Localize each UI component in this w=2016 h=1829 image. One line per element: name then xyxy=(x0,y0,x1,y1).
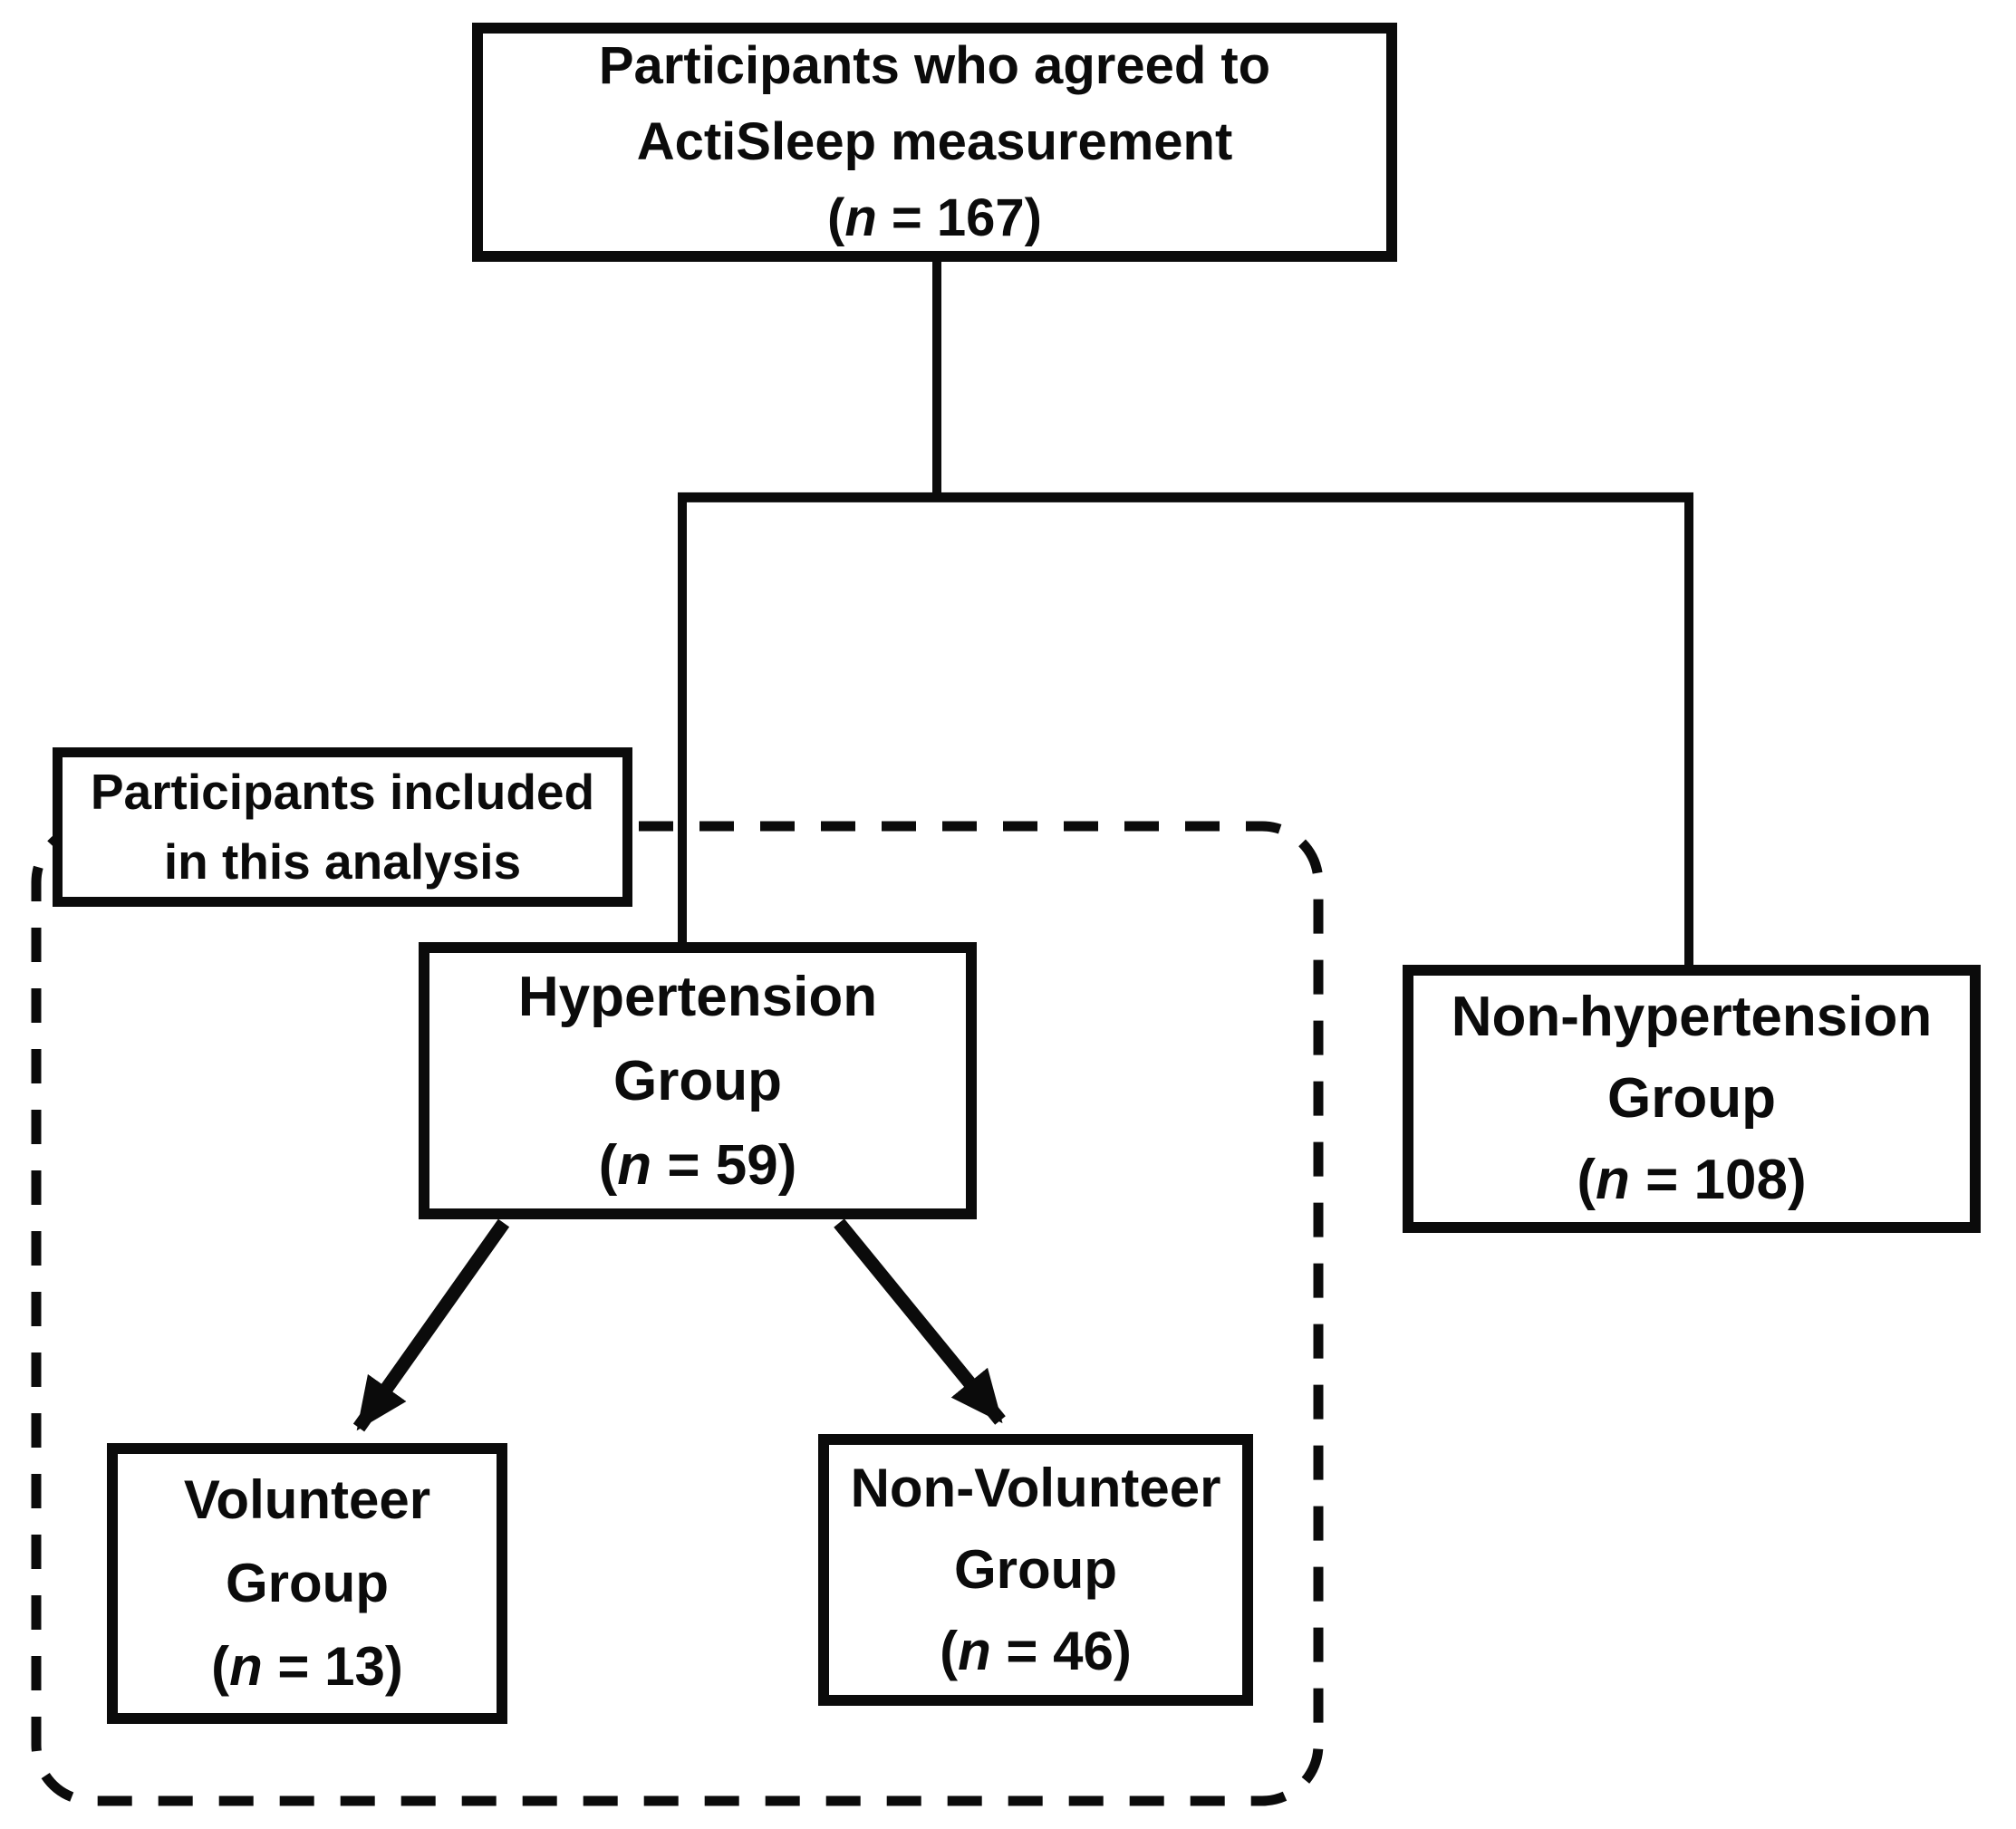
node-text-line2: ActiSleep measurement xyxy=(636,112,1233,171)
n-open-paren: ( xyxy=(940,1621,959,1681)
n-count-line: (n = 108) xyxy=(1577,1140,1806,1221)
node-text-line2: Group xyxy=(613,1049,782,1112)
n-value: = 13) xyxy=(262,1636,403,1697)
node-non-volunteer-group: Non-Volunteer Group (n = 46) xyxy=(818,1434,1253,1706)
n-value: = 167) xyxy=(876,188,1042,247)
node-text-line1: Hypertension xyxy=(517,965,878,1028)
node-text-line2: Group xyxy=(226,1553,389,1613)
node-participants-agreed: Participants who agreed to ActiSleep mea… xyxy=(472,23,1397,262)
n-symbol: n xyxy=(617,1133,652,1197)
node-text-line2: Group xyxy=(1607,1067,1776,1130)
n-value: = 108) xyxy=(1629,1149,1807,1211)
n-open-paren: ( xyxy=(598,1133,618,1197)
node-text-line2: Group xyxy=(954,1539,1117,1600)
n-count-line: (n = 167) xyxy=(827,180,1042,256)
node-text-line2: in this analysis xyxy=(163,833,522,890)
n-symbol: n xyxy=(229,1636,263,1697)
n-open-paren: ( xyxy=(827,188,845,247)
arrow-to-volunteer xyxy=(352,1218,510,1432)
node-text-line1: Volunteer xyxy=(183,1469,431,1530)
n-symbol: n xyxy=(958,1621,991,1681)
n-open-paren: ( xyxy=(211,1636,230,1697)
n-value: = 46) xyxy=(990,1621,1132,1681)
node-included-label: Participants included in this analysis xyxy=(53,747,632,907)
arrow-to-non-volunteer xyxy=(834,1218,1006,1425)
analysis-dashed-outline xyxy=(31,821,1324,1806)
n-symbol: n xyxy=(844,188,877,247)
n-value: = 59) xyxy=(651,1133,797,1197)
node-hypertension-group: Hypertension Group (n = 59) xyxy=(419,942,977,1219)
node-non-hypertension-group: Non-hypertension Group (n = 108) xyxy=(1403,965,1981,1233)
n-count-line: (n = 46) xyxy=(940,1611,1132,1692)
node-volunteer-group: Volunteer Group (n = 13) xyxy=(107,1443,507,1724)
node-text-line1: Participants included xyxy=(90,764,595,820)
node-text-line1: Non-Volunteer xyxy=(850,1458,1221,1518)
node-text-line1: Participants who agreed to xyxy=(598,36,1271,95)
n-symbol: n xyxy=(1596,1149,1630,1211)
n-count-line: (n = 59) xyxy=(599,1123,797,1208)
n-count-line: (n = 13) xyxy=(211,1625,403,1709)
n-open-paren: ( xyxy=(1577,1149,1596,1211)
node-text-line1: Non-hypertension xyxy=(1451,986,1933,1048)
